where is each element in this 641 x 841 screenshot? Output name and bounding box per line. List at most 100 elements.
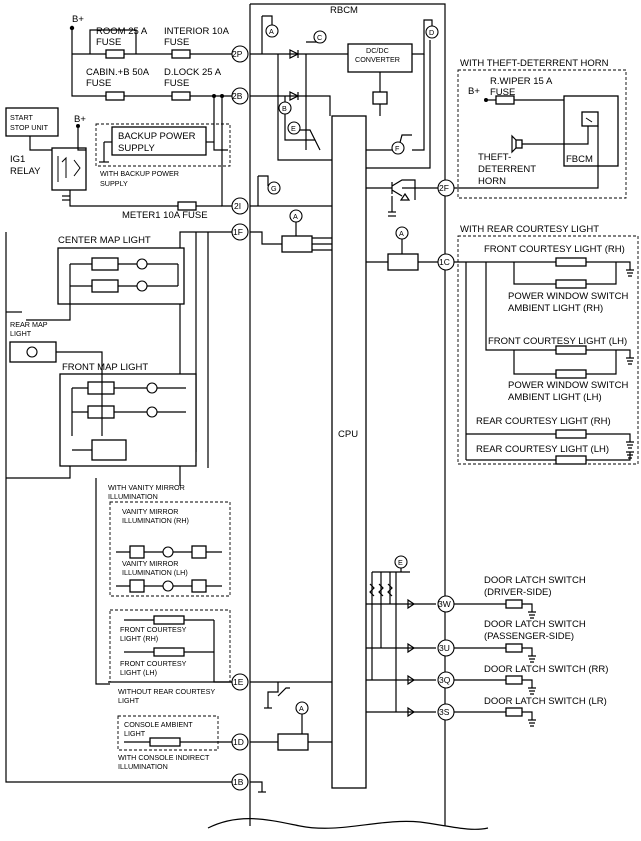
marker-a-2: A	[293, 212, 298, 221]
backup-supply-1: BACKUP POWER	[118, 131, 196, 142]
rc-rh-label: REAR COURTESY LIGHT (RH)	[476, 416, 611, 427]
marker-e-1: E	[291, 124, 296, 133]
start-stop-2: STOP UNIT	[10, 123, 49, 132]
fc-lh-left-2: LIGHT (LH)	[120, 668, 157, 677]
start-stop-unit	[5, 107, 59, 137]
dcdc-label-2: CONVERTER	[355, 55, 400, 64]
fuse-room-2: FUSE	[96, 37, 121, 48]
front-map-label: FRONT MAP LIGHT	[62, 362, 148, 373]
connector-1E-label: 1E	[233, 677, 244, 687]
theft-horn-name-2: DETERRENT	[478, 164, 536, 175]
connector-1C-label: 1C	[439, 257, 450, 267]
marker-a-3: A	[399, 229, 404, 238]
meter-fuse	[177, 201, 197, 211]
marker-b: B	[282, 104, 287, 113]
fc-lh-left-1: FRONT COURTESY	[120, 659, 187, 668]
ig1-relay	[51, 147, 87, 191]
fuse-interior-2: FUSE	[164, 37, 189, 48]
without-rear-2: LIGHT	[118, 696, 140, 705]
vanity-lh-2: ILLUMINATION (LH)	[122, 568, 188, 577]
marker-c: C	[317, 33, 322, 42]
console-ambient-group: CONSOLE AMBIENT LIGHT WITH CONSOLE INDIR…	[117, 715, 232, 771]
bplus-label-2: B+	[74, 114, 86, 125]
marker-f: F	[395, 144, 400, 153]
fc-rh-left-2: LIGHT (RH)	[120, 634, 158, 643]
cabin-fuse	[105, 91, 125, 101]
without-rear-courtesy-group: FRONT COURTESY LIGHT (RH) FRONT COURTESY…	[95, 478, 232, 705]
connector-3S-label: 3S	[439, 707, 450, 717]
cpu-label: CPU	[338, 429, 358, 440]
connector-3W-label: 3W	[438, 599, 451, 609]
bplus-label-3: B+	[468, 86, 480, 97]
fbcm-block	[563, 95, 619, 167]
fuse-rwiper-1: R.WIPER 15 A	[490, 76, 553, 87]
marker-d: D	[429, 28, 434, 37]
fuse-dlock-2: FUSE	[164, 78, 189, 89]
rear-courtesy-option-box	[457, 235, 639, 465]
fc-rh-label: FRONT COURTESY LIGHT (RH)	[484, 244, 625, 255]
console-ambient-1: CONSOLE AMBIENT	[124, 720, 193, 729]
vanity-title-1: WITH VANITY MIRROR	[108, 483, 185, 492]
backup-power-supply	[111, 126, 207, 156]
backup-option-box	[95, 123, 231, 167]
rbcm-title: RBCM	[330, 5, 358, 16]
console-option-box	[117, 715, 219, 751]
backup-supply-2: SUPPLY	[118, 143, 155, 154]
with-backup-2: SUPPLY	[100, 179, 128, 188]
dls-passenger-2: (PASSENGER-SIDE)	[484, 631, 574, 642]
dls-rr: DOOR LATCH SWITCH (RR)	[484, 664, 608, 675]
fuse-interior-1: INTERIOR 10A	[164, 26, 230, 37]
ig1-relay-1: IG1	[10, 154, 25, 165]
theft-deterrent-horn-group: WITH THEFT-DETERRENT HORN B+ R.WIPER 15 …	[454, 58, 627, 199]
theft-horn-option-box	[457, 69, 627, 199]
vanity-rh-2: ILLUMINATION (RH)	[122, 516, 189, 525]
start-stop-1: START	[10, 113, 34, 122]
pw-rh-2: AMBIENT LIGHT (RH)	[508, 303, 603, 314]
center-map-label: CENTER MAP LIGHT	[58, 235, 151, 246]
without-rear-1: WITHOUT REAR COURTESY	[118, 687, 215, 696]
fuse-cabin-2: FUSE	[86, 78, 111, 89]
pw-lh-1: POWER WINDOW SWITCH	[508, 380, 628, 391]
center-map-light	[57, 247, 185, 305]
front-map-light	[59, 373, 197, 467]
rear-courtesy-title: WITH REAR COURTESY LIGHT	[460, 224, 599, 235]
connector-2P-label: 2P	[232, 49, 243, 59]
theft-horn-title: WITH THEFT-DETERRENT HORN	[460, 58, 609, 69]
vanity-title-2: ILLUMINATION	[108, 492, 158, 501]
rbcm-internal-wiring	[250, 15, 438, 793]
connector-1B-label: 1B	[233, 777, 244, 787]
vanity-option-box	[109, 501, 231, 597]
vanity-rh-1: VANITY MIRROR	[122, 507, 178, 516]
console-indirect-1: WITH CONSOLE INDIRECT	[118, 753, 210, 762]
room-fuse	[105, 49, 125, 59]
map-lights: CENTER MAP LIGHT REAR MAP LIGHT FRONT MA…	[5, 231, 232, 783]
console-indirect-2: ILLUMINATION	[118, 762, 168, 771]
power-supply-section: B+ ROOM 25 A FUSE INTERIOR 10A FUSE CABI…	[5, 14, 232, 221]
rear-courtesy-group: WITH REAR COURTESY LIGHT FRONT COURTESY …	[454, 224, 639, 465]
pw-lh-2: AMBIENT LIGHT (LH)	[508, 392, 602, 403]
fc-lh-label: FRONT COURTESY LIGHT (LH)	[488, 336, 627, 347]
fuse-rwiper-2: FUSE	[490, 87, 515, 98]
ig1-relay-2: RELAY	[10, 166, 41, 177]
interior-fuse	[171, 49, 191, 59]
cpu-block	[331, 115, 367, 789]
connectors: 2P 2B 2I 1F 2F 1C 3W 3U 3Q 3S 1E 1D 1B	[231, 45, 455, 791]
dls-lr: DOOR LATCH SWITCH (LR)	[484, 696, 607, 707]
console-ambient-2: LIGHT	[124, 729, 146, 738]
fuse-dlock-1: D.LOCK 25 A	[164, 67, 222, 78]
fc-rh-left-1: FRONT COURTESY	[120, 625, 187, 634]
vanity-lh-1: VANITY MIRROR	[122, 559, 178, 568]
marker-e-2: E	[398, 558, 403, 567]
connector-3Q-label: 3Q	[439, 675, 451, 685]
dls-driver-1: DOOR LATCH SWITCH	[484, 575, 586, 586]
door-latch-switches: DOOR LATCH SWITCH (DRIVER-SIDE) DOOR LAT…	[454, 575, 608, 720]
dcdc-converter	[347, 43, 413, 73]
connector-2F-label: 2F	[439, 183, 449, 193]
connector-1F-label: 1F	[233, 227, 243, 237]
dls-passenger-1: DOOR LATCH SWITCH	[484, 619, 586, 630]
connector-2B-label: 2B	[232, 91, 243, 101]
connector-3U-label: 3U	[439, 643, 450, 653]
with-backup-1: WITH BACKUP POWER	[100, 169, 179, 178]
fuse-cabin-1: CABIN.+B 50A	[86, 67, 150, 78]
bplus-label-1: B+	[72, 14, 84, 25]
